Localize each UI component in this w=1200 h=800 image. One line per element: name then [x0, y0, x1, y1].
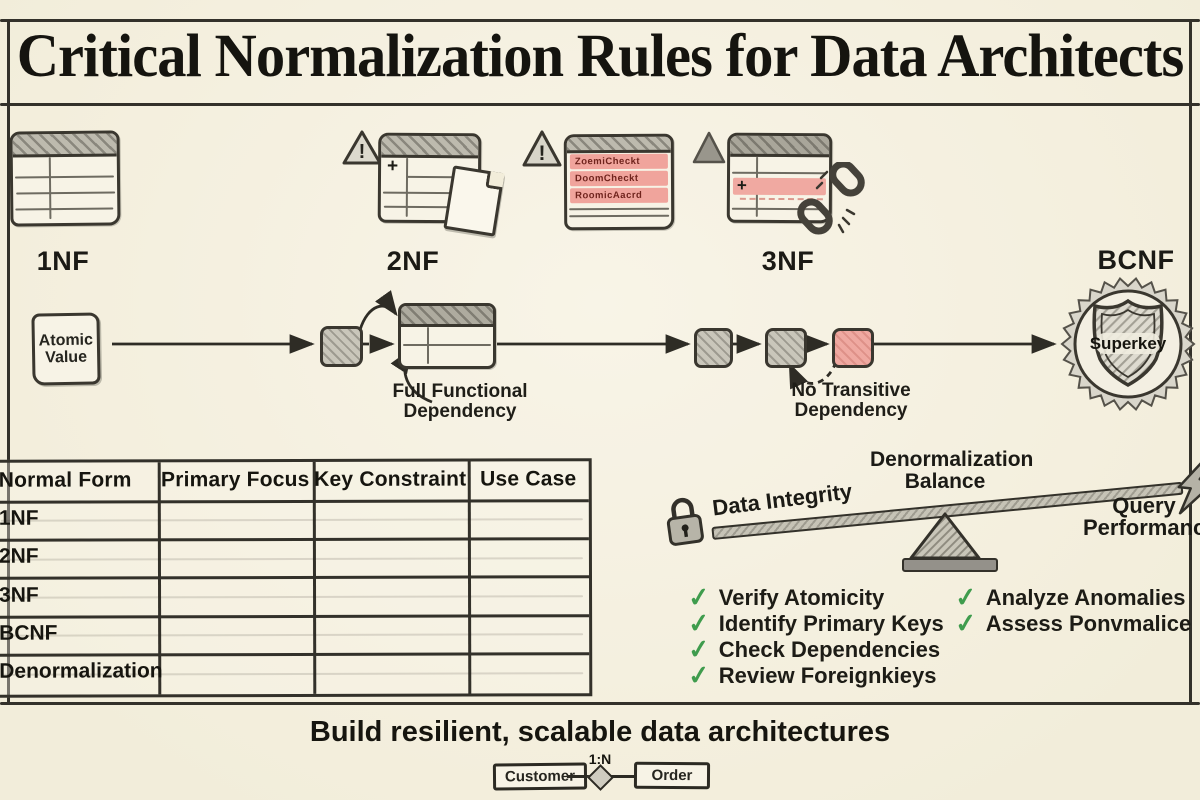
checklist-item: ✓Verify Atomicity [687, 581, 885, 613]
table-row-line [0, 537, 589, 542]
warning-icon: ! [522, 130, 562, 167]
er-diamond [587, 764, 614, 791]
gray-triangle-icon [692, 131, 726, 164]
balance-left-label: Data Integrity [710, 478, 854, 521]
er-connector-line [611, 775, 635, 778]
flow-arrows [112, 290, 1057, 404]
checklist-item: ✓Assess Ponvmalice [953, 606, 1192, 640]
table-grid-line [16, 191, 116, 195]
ffd-line1: Full Functional [392, 381, 528, 402]
balance-title-line2: Balance [904, 470, 986, 493]
row-label-bcnf: BCNF [0, 621, 58, 645]
er-entity-order: Order [633, 761, 711, 790]
fulcrum-triangle [909, 512, 981, 560]
table-grid-line [569, 207, 670, 211]
ffd-line2: Dependency [403, 401, 517, 422]
plus-mark: + [736, 175, 747, 195]
balance-right-line2: Performance [1083, 515, 1200, 540]
table-grid-line [405, 157, 409, 217]
checklist-text: Check Dependencies [718, 637, 941, 662]
balance-right-label: Query Performance [1083, 495, 1200, 539]
table-row-line [0, 499, 589, 504]
row-label-2nf: 2NF [0, 544, 39, 568]
ntd-line2: Dependency [794, 400, 908, 421]
no-transitive-dependency-label: No Transitive Dependency [791, 381, 910, 421]
balance-title: Denormalization Balance [870, 449, 1033, 493]
stage-label-2nf: 2NF [386, 246, 440, 276]
check-icon: ✓ [953, 606, 979, 640]
1nf-table-icon [9, 130, 121, 227]
row-label-3nf: 3NF [0, 583, 39, 607]
row-label-denormalization: Denormalization [0, 659, 163, 683]
stage-label-3nf: 3NF [761, 246, 815, 276]
check-icon: ✓ [686, 658, 712, 692]
transitive-attribute-box [832, 328, 874, 368]
table-grid-line [403, 344, 491, 346]
partial-key-box [320, 326, 363, 367]
row-label-1nf: 1NF [0, 506, 39, 530]
svg-text:!: ! [359, 141, 366, 163]
checklist-text: Assess Ponvmalice [985, 611, 1192, 636]
plus-mark: + [387, 155, 399, 177]
table-grid-line [14, 175, 114, 179]
broken-link-icon [797, 162, 865, 235]
top-rule-outer [0, 19, 1200, 22]
page-title: Critical Normalization Rules for Data Ar… [16, 23, 1185, 90]
fulcrum-base [902, 558, 998, 572]
table-grid-line [15, 207, 114, 211]
balance-right-line1: Query [1112, 493, 1176, 518]
lightning-icon [1177, 456, 1200, 515]
bcnf-superkey-badge: Superkey [1060, 276, 1196, 412]
footer-divider [0, 702, 1200, 705]
checklist-item: ✓Review Foreignkieys [686, 658, 937, 692]
table-row-line [0, 652, 590, 657]
anomaly-row: DoomCheckt [569, 170, 669, 187]
atomic-line2: Value [45, 348, 88, 367]
balance-title-line1: Denormalization [870, 448, 1034, 471]
superkey-label: Superkey [1090, 334, 1167, 353]
table-row-line [0, 614, 590, 619]
page-fold [485, 170, 505, 191]
table-row-line [0, 575, 590, 580]
checklist-item: ✓Analyze Anomalies [954, 581, 1186, 613]
normal-form-comparison-table: Normal Form Primary Focus Key Constraint… [0, 458, 593, 698]
checklist-text: Analyze Anomalies [985, 585, 1186, 610]
table-header-shade [12, 133, 117, 158]
2nf-flow-table-icon [398, 303, 496, 369]
full-functional-dependency-label: Full Functional Dependency [392, 382, 527, 422]
table-header-shade [566, 136, 671, 154]
ntd-line1: No Transitive [791, 380, 911, 401]
anomaly-row: ZoemiCheckt [569, 153, 668, 170]
footer-tagline: Build resilient, scalable data architect… [309, 716, 891, 748]
table-header-shade [401, 306, 493, 327]
er-connector-line [567, 775, 593, 778]
document-icon [443, 165, 505, 237]
anomaly-row: RoomicAacrd [570, 187, 669, 204]
checklist-item: ✓Check Dependencies [687, 633, 941, 665]
warning-icon: ! [342, 130, 382, 165]
checklist-item: ✓Identify Primary Keys [687, 607, 944, 639]
checklist-text: Verify Atomicity [718, 585, 885, 610]
checklist-text: Identify Primary Keys [718, 611, 944, 636]
checklist-text: Review Foreignkieys [718, 663, 937, 688]
lock-icon [666, 497, 704, 546]
col-header-key-constraint: Key Constraint [314, 467, 467, 491]
attribute-box-b [765, 328, 807, 368]
shield-inner-line [1100, 308, 1156, 379]
table-header-shade [730, 135, 830, 158]
er-cardinality-label: 1:N [588, 751, 612, 767]
atomic-line1: Atomic [38, 331, 94, 350]
table-grid-line [569, 214, 670, 218]
stage-label-1nf: 1NF [36, 246, 90, 276]
col-header-primary-focus: Primary Focus [160, 467, 310, 492]
svg-text:!: ! [539, 142, 546, 165]
col-header-use-case: Use Case [480, 467, 577, 491]
attribute-box-a [694, 328, 733, 368]
top-rule-inner [0, 103, 1200, 106]
left-frame-line [7, 20, 10, 703]
col-header-normal-form: Normal Form [0, 468, 132, 492]
stage-label-bcnf: BCNF [1097, 245, 1175, 275]
3nf-anomaly-table-icon: ZoemiCheckt DoomCheckt RoomicAacrd [563, 133, 675, 231]
atomic-value-box: Atomic Value [31, 312, 101, 386]
